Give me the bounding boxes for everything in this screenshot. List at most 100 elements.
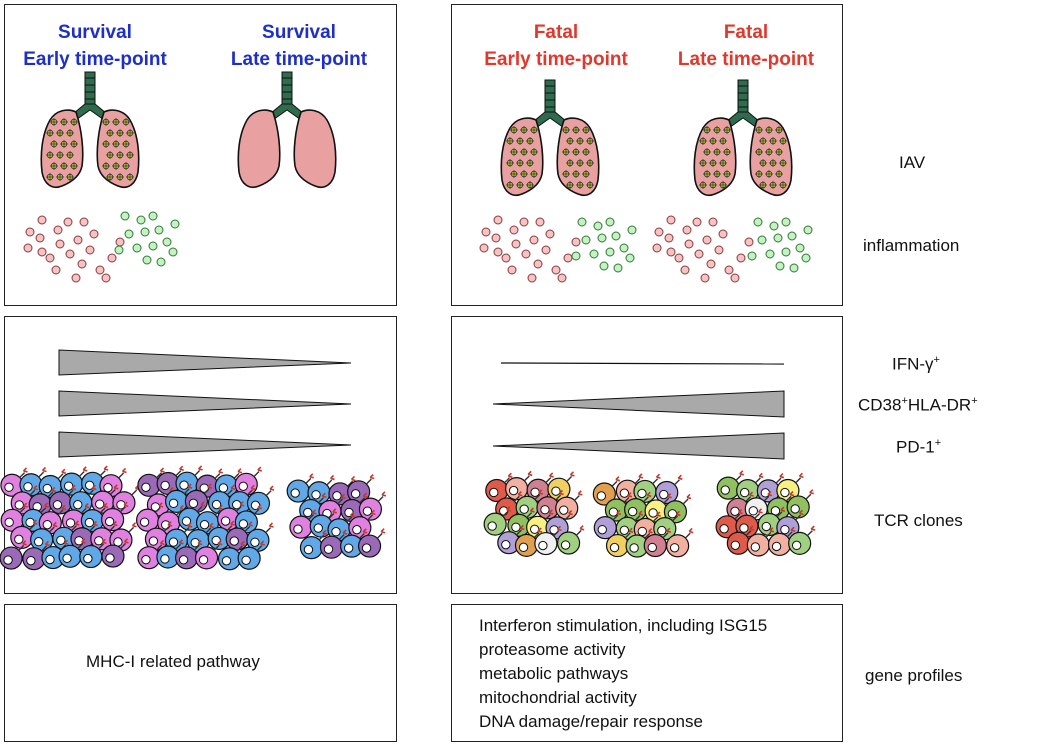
t-cell bbox=[0, 502, 28, 532]
inflammatory-cell-green bbox=[619, 243, 629, 253]
fatal-gene-item: proteasome activity bbox=[479, 640, 626, 659]
inflammatory-cell-red bbox=[708, 217, 718, 227]
fatal-gene-item: mitochondrial activity bbox=[479, 688, 637, 707]
infected-lungs bbox=[500, 79, 600, 197]
inflammatory-cell-green bbox=[170, 219, 180, 229]
decreasing-wedge bbox=[58, 349, 352, 376]
t-cell bbox=[536, 489, 564, 520]
t-cell bbox=[757, 506, 786, 537]
inflammatory-cell-red bbox=[481, 227, 491, 237]
t-cell bbox=[340, 528, 368, 558]
inflammatory-cell-red bbox=[511, 239, 521, 249]
inflammatory-cell-red bbox=[718, 229, 728, 239]
inflammatory-cell-green bbox=[613, 263, 623, 273]
t-cell bbox=[319, 529, 348, 559]
inflammatory-cell-red bbox=[724, 265, 734, 275]
inflammatory-cell-red bbox=[682, 225, 692, 235]
inflammatory-cell-red bbox=[666, 215, 676, 225]
t-cell bbox=[505, 470, 533, 501]
t-cell bbox=[194, 539, 223, 570]
inflammatory-cell-green bbox=[795, 243, 805, 253]
t-cell bbox=[195, 504, 224, 535]
fatal-gene-item: Interferon stimulation, including ISG15 bbox=[479, 616, 768, 635]
inflammatory-cell-red bbox=[65, 249, 75, 259]
inflammatory-cell-green bbox=[593, 221, 603, 231]
inflammatory-cell-red bbox=[115, 237, 125, 247]
healthy-lungs bbox=[237, 71, 337, 189]
inflammatory-cell-green bbox=[801, 253, 811, 263]
t-cell bbox=[726, 525, 755, 555]
cd38-text: CD38 bbox=[858, 395, 902, 415]
t-cell bbox=[101, 501, 129, 532]
t-cell bbox=[101, 538, 129, 568]
inflammatory-cell-red bbox=[51, 265, 61, 275]
t-cell bbox=[655, 474, 683, 505]
t-cell bbox=[246, 485, 275, 515]
inflammation-label: inflammation bbox=[863, 236, 960, 255]
fatal-gene-profile-list: Interferon stimulation, including ISG15 … bbox=[479, 614, 767, 734]
hla-dr-text: HLA-DR bbox=[907, 395, 972, 415]
inflammatory-cell-red bbox=[557, 273, 567, 283]
infected-lungs bbox=[40, 71, 140, 189]
inflammatory-cell-red bbox=[551, 265, 561, 275]
t-cell bbox=[19, 466, 47, 497]
t-cell bbox=[175, 465, 203, 495]
t-cell bbox=[135, 502, 164, 532]
t-cell bbox=[234, 504, 263, 534]
inflammatory-cell-red bbox=[107, 253, 117, 263]
pd1-text: PD-1 bbox=[896, 437, 935, 457]
t-cell bbox=[643, 527, 672, 558]
inflammatory-cell-green bbox=[154, 225, 164, 235]
t-cell bbox=[514, 527, 543, 557]
inflammatory-cell-green bbox=[753, 217, 763, 227]
inflammatory-cell-green bbox=[781, 247, 791, 257]
inflammatory-cell-red bbox=[53, 225, 63, 235]
t-cell bbox=[625, 528, 653, 558]
inflammatory-cell-red bbox=[541, 245, 551, 255]
inflammatory-cell-red bbox=[700, 273, 710, 283]
inflammatory-cell-red bbox=[702, 235, 712, 245]
inflammatory-cell-green bbox=[132, 243, 142, 253]
fatal-early-title-line1: Fatal bbox=[533, 22, 579, 43]
survival-late-title: Survival Late time-point bbox=[213, 19, 385, 73]
survival-late-title-line2: Late time-point bbox=[230, 49, 368, 70]
fatal-gene-panel bbox=[451, 604, 843, 742]
t-cell bbox=[217, 540, 246, 571]
t-cell bbox=[10, 485, 38, 515]
inflammatory-cell-green bbox=[757, 235, 767, 245]
cd38-sup: + bbox=[901, 395, 908, 407]
inflammatory-cell-green bbox=[589, 249, 599, 259]
t-cell bbox=[615, 510, 644, 540]
flat-line bbox=[500, 362, 785, 365]
inflammatory-cell-red bbox=[563, 253, 573, 263]
inflammatory-cell-green bbox=[769, 221, 779, 231]
inflammatory-cell-green bbox=[775, 261, 785, 271]
t-cell bbox=[0, 467, 28, 497]
inflammatory-cell-green bbox=[781, 217, 791, 227]
t-cell bbox=[604, 492, 633, 522]
iav-label: IAV bbox=[899, 153, 926, 172]
inflammatory-cell-red bbox=[45, 253, 55, 263]
inflammatory-cell-red bbox=[706, 259, 716, 269]
hla-dr-sup: + bbox=[971, 395, 978, 407]
inflammatory-cell-red bbox=[521, 249, 531, 259]
fatal-gene-item: DNA damage/repair response bbox=[479, 712, 703, 731]
fatal-early-title: Fatal Early time-point bbox=[470, 19, 642, 73]
inflammatory-cell-green bbox=[142, 255, 152, 265]
t-cell bbox=[80, 502, 109, 533]
t-cell bbox=[788, 525, 816, 555]
increasing-wedge bbox=[492, 390, 785, 418]
inflammatory-cell-green bbox=[597, 233, 607, 243]
inflammatory-cell-green bbox=[136, 215, 146, 225]
pd1-sup: + bbox=[934, 437, 942, 449]
inflammatory-cell-green bbox=[599, 261, 609, 271]
ifn-gamma-sup: + bbox=[933, 354, 940, 366]
inflammatory-cell-green bbox=[773, 233, 783, 243]
t-cell bbox=[555, 490, 583, 520]
t-cell bbox=[69, 484, 97, 515]
inflammatory-cell-red bbox=[684, 239, 694, 249]
inflammatory-cell-red bbox=[533, 259, 543, 269]
t-cell bbox=[137, 539, 165, 570]
survival-early-title: Survival Early time-point bbox=[10, 19, 180, 73]
